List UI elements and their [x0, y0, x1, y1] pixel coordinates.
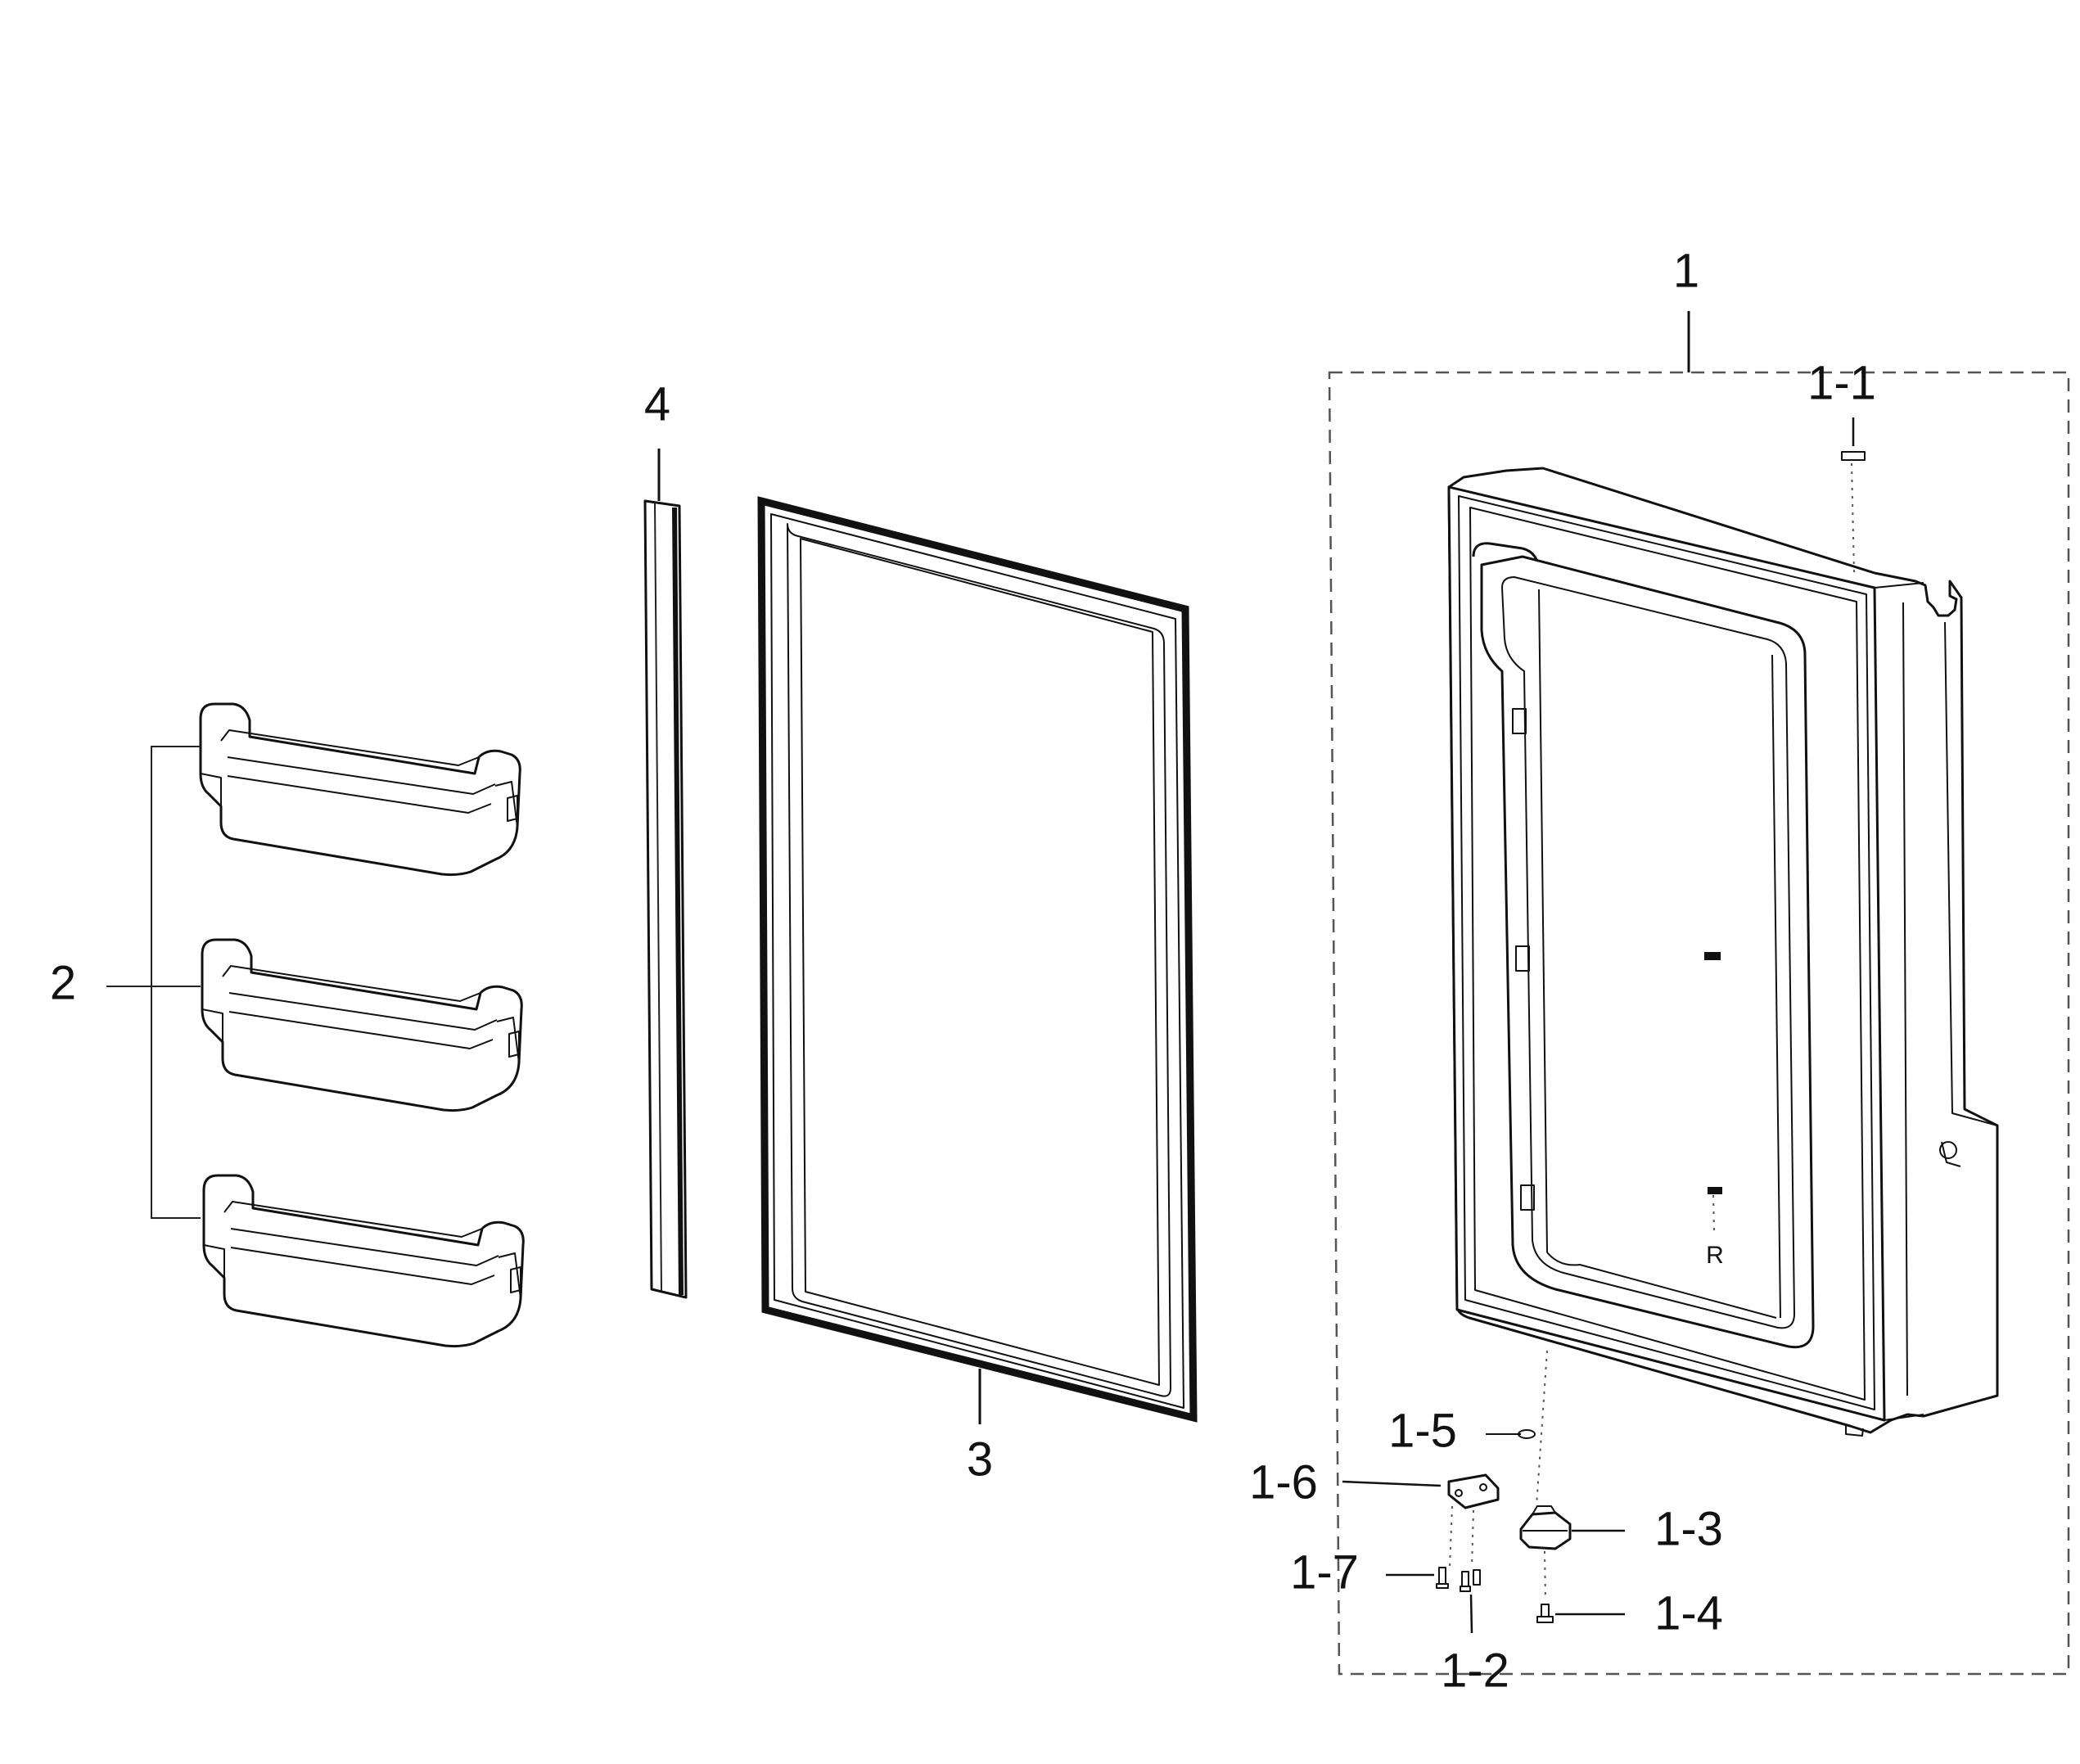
hinge-plate-part — [1342, 1473, 1500, 1568]
callout-3: 3 — [967, 1432, 993, 1486]
callout-4: 4 — [644, 377, 670, 431]
door-bin-top — [199, 702, 521, 877]
screw-1-4-part — [1536, 1550, 1625, 1623]
callout-2: 2 — [50, 956, 76, 1009]
callout-1: 1 — [1673, 244, 1699, 297]
door-bins — [106, 702, 525, 1348]
callout-1-1: 1-1 — [1807, 356, 1876, 409]
strip-part — [643, 449, 688, 1299]
washer-part — [1486, 1350, 1548, 1507]
cap-part — [1841, 417, 1866, 574]
gasket-part — [757, 496, 1198, 1424]
door-assembly: R — [1328, 311, 2070, 1676]
callout-1-2: 1-2 — [1441, 1644, 1509, 1697]
callout-1-4: 1-4 — [1654, 1586, 1723, 1640]
screw-1-7-part — [1386, 1567, 1449, 1589]
callout-1-6: 1-6 — [1249, 1455, 1318, 1509]
callout-1-7: 1-7 — [1290, 1545, 1359, 1599]
screw-1-2-part — [1460, 1569, 1481, 1634]
door-bin-bottom — [202, 1174, 525, 1348]
hinge-cam-part — [1519, 1505, 1625, 1550]
door-side-marking: R — [1706, 1242, 1724, 1269]
door-bins-bracket — [106, 746, 201, 1219]
callout-1-3: 1-3 — [1654, 1502, 1723, 1555]
door-bin-middle — [201, 938, 523, 1112]
assembly-boundary — [1328, 371, 2070, 1676]
callout-1-5: 1-5 — [1388, 1404, 1457, 1457]
